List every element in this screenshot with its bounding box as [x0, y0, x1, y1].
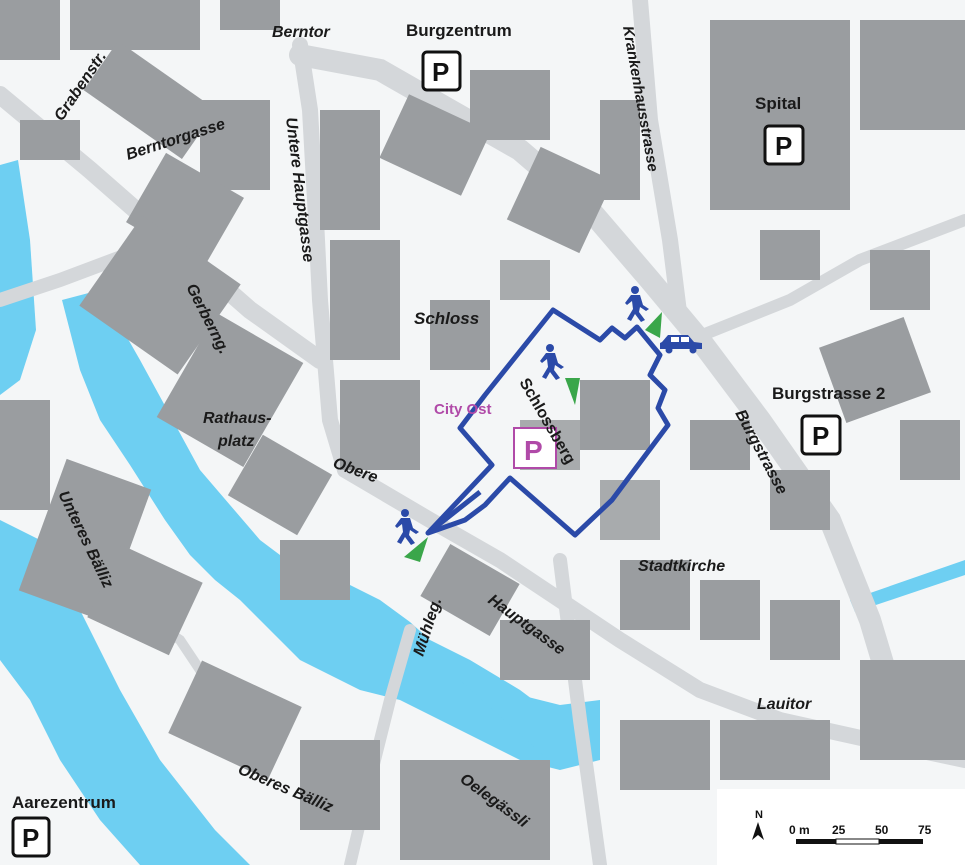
parking-symbol: P	[775, 131, 792, 161]
parking-symbol: P	[432, 57, 449, 87]
north-label: N	[755, 809, 763, 821]
scale-tick: 0 m	[789, 823, 810, 837]
parking-spital[interactable]: Spital P	[755, 94, 805, 166]
parking-label: Spital	[755, 94, 801, 113]
parking-label: Aarezentrum	[12, 793, 116, 812]
parking-symbol: P	[524, 435, 543, 466]
parking-burgzentrum[interactable]: Burgzentrum P	[406, 21, 512, 92]
gate-lauitor: Lauitor	[757, 696, 812, 713]
square-rathausplatz-2: platz	[217, 433, 254, 450]
scale-tick: 50	[875, 823, 889, 837]
parking-symbol: P	[812, 421, 829, 451]
parking-burgstrasse2[interactable]: Burgstrasse 2 P	[772, 384, 885, 456]
parking-label: Burgstrasse 2	[772, 384, 885, 403]
parking-aarezentrum[interactable]: Aarezentrum P	[11, 793, 116, 858]
car-icon	[660, 335, 702, 354]
north-arrow-icon	[752, 822, 764, 840]
scale-tick: 75	[918, 823, 932, 837]
entrance-arrow-icon	[404, 537, 428, 562]
parking-label: Burgzentrum	[406, 21, 512, 40]
pedestrian-icon	[395, 509, 419, 545]
parking-city-ost[interactable]: City Ost P	[434, 401, 557, 469]
parking-label: City Ost	[434, 401, 492, 418]
church-stadtkirche: Stadtkirche	[638, 558, 725, 575]
scale-tick: 25	[832, 823, 846, 837]
castle-schloss: Schloss	[414, 309, 479, 328]
pedestrian-icon	[540, 344, 564, 380]
pedestrian-icon	[625, 286, 649, 322]
square-rathausplatz-1: Rathaus-	[203, 410, 271, 427]
scale-bar: N 0 m 25 50 75	[717, 789, 965, 865]
entrance-arrow-icon	[565, 378, 580, 405]
street-berntor: Berntor	[272, 24, 331, 41]
entrance-arrow-icon	[645, 312, 662, 338]
parking-symbol: P	[22, 823, 39, 853]
